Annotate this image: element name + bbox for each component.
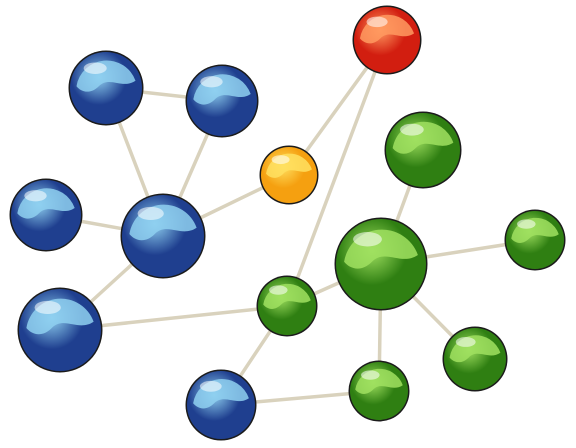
node-gloss: [84, 62, 107, 74]
node-blue-mid-left: [10, 179, 83, 252]
node-blue-bottom: [186, 370, 257, 441]
node-blue-hub: [121, 194, 206, 279]
node-gloss: [200, 381, 222, 392]
node-orange-connector: [260, 146, 319, 205]
node-green-top: [385, 112, 462, 189]
node-gloss: [517, 219, 536, 228]
node-gloss: [353, 232, 382, 246]
node-green-small-hub: [257, 276, 318, 337]
node-red-top: [353, 6, 422, 75]
node-gloss: [269, 285, 288, 294]
node-green-bottom-right: [443, 327, 508, 392]
node-gloss: [272, 155, 290, 164]
node-blue-top-right: [186, 65, 259, 138]
node-gloss: [35, 301, 61, 314]
node-gloss: [400, 124, 424, 136]
node-gloss: [200, 76, 222, 87]
node-gloss: [24, 190, 46, 201]
node-gloss: [138, 207, 164, 220]
node-green-hub: [335, 218, 428, 311]
node-blue-top-left: [69, 51, 144, 126]
node-blue-bottom-left: [18, 288, 103, 373]
node-gloss: [367, 17, 388, 28]
node-green-bottom: [349, 361, 410, 422]
node-gloss: [361, 370, 380, 379]
node-green-right: [505, 210, 566, 271]
node-gloss: [456, 337, 476, 347]
